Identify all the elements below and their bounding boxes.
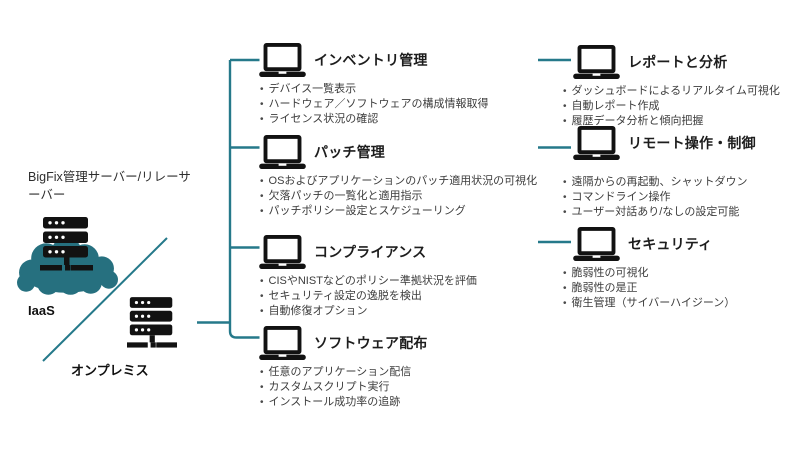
feature-list: OSおよびアプリケーションのパッチ適用状況の可視化 欠落パッチの一覧化と適用指示… [259,174,559,219]
laptop-icon [259,43,306,77]
onprem-label: オンプレミス [71,363,149,378]
laptop-icon [259,326,306,360]
laptop-icon [573,126,620,160]
feature-item: 任意のアプリケーション配信 [259,365,559,380]
feature-item: ユーザー対話あり/なしの設定可能 [562,205,800,220]
feature-item: デバイス一覧表示 [259,82,559,97]
feature-item: ダッシュボードによるリアルタイム可視化 [562,84,800,99]
feature-item: 欠落パッチの一覧化と適用指示 [259,189,559,204]
iaas-label: IaaS [28,303,55,318]
feature-item: 履歴データ分析と傾向把握 [562,114,800,129]
feature-list: 任意のアプリケーション配信 カスタムスクリプト実行 インストール成功率の追跡 [259,365,559,410]
feature-item: 脆弱性の可視化 [562,266,800,281]
section-header: リモート操作・制御 [562,125,800,161]
section-header: レポートと分析 [562,44,800,80]
onprem-server-icon [127,297,177,348]
server-group-label: BigFix管理サーバー/リレーサーバー [28,170,191,202]
section-header: セキュリティ [562,226,800,262]
feature-item: ライセンス状況の確認 [259,112,559,127]
section-header: ソフトウェア配布 [259,325,559,361]
section-title: ソフトウェア配布 [314,335,428,351]
feature-item: 脆弱性の是正 [562,281,800,296]
section-title: レポートと分析 [628,54,728,70]
section-title: リモート操作・制御 [628,135,756,151]
feature-list: 脆弱性の可視化 脆弱性の是正 衛生管理（サイバーハイジーン） [562,266,800,311]
feature-item: 遠隔からの再起動、シャットダウン [562,175,800,190]
feature-item: パッチポリシー設定とスケジューリング [259,204,559,219]
iaas-server-icon [40,217,93,271]
laptop-icon [573,227,620,261]
feature-list: CISやNISTなどのポリシー準拠状況を評価 セキュリティ設定の逸脱を検出 自動… [259,274,559,319]
feature-section-software-distribution: ソフトウェア配布 任意のアプリケーション配信 カスタムスクリプト実行 インストー… [259,325,559,410]
section-title: パッチ管理 [314,144,385,160]
section-header: パッチ管理 [259,134,559,170]
feature-item: 自動レポート作成 [562,99,800,114]
section-header: インベントリ管理 [259,42,559,78]
feature-item: カスタムスクリプト実行 [259,380,559,395]
feature-section-inventory: インベントリ管理 デバイス一覧表示 ハードウェア／ソフトウェアの構成情報取得 ラ… [259,42,559,127]
feature-list: ダッシュボードによるリアルタイム可視化 自動レポート作成 履歴データ分析と傾向把… [562,84,800,129]
feature-section-patch: パッチ管理 OSおよびアプリケーションのパッチ適用状況の可視化 欠落パッチの一覧… [259,134,559,219]
laptop-icon [259,135,306,169]
feature-list: 遠隔からの再起動、シャットダウン コマンドライン操作 ユーザー対話あり/なしの設… [562,175,800,220]
feature-item: OSおよびアプリケーションのパッチ適用状況の可視化 [259,174,559,189]
section-header: コンプライアンス [259,234,559,270]
laptop-icon [573,45,620,79]
feature-list: デバイス一覧表示 ハードウェア／ソフトウェアの構成情報取得 ライセンス状況の確認 [259,82,559,127]
section-title: セキュリティ [628,236,713,252]
feature-item: セキュリティ設定の逸脱を検出 [259,289,559,304]
section-title: インベントリ管理 [314,52,428,68]
cloud-onprem-divider-line [42,237,168,362]
feature-item: 自動修復オプション [259,304,559,319]
feature-section-remote-control: リモート操作・制御 遠隔からの再起動、シャットダウン コマンドライン操作 ユーザ… [562,125,800,220]
feature-section-compliance: コンプライアンス CISやNISTなどのポリシー準拠状況を評価 セキュリティ設定… [259,234,559,319]
laptop-icon [259,235,306,269]
section-title: コンプライアンス [314,244,427,260]
feature-item: 衛生管理（サイバーハイジーン） [562,296,800,311]
feature-item: コマンドライン操作 [562,190,800,205]
feature-item: CISやNISTなどのポリシー準拠状況を評価 [259,274,559,289]
feature-section-security: セキュリティ 脆弱性の可視化 脆弱性の是正 衛生管理（サイバーハイジーン） [562,226,800,311]
spine-and-branch-software [228,60,260,339]
feature-section-reports: レポートと分析 ダッシュボードによるリアルタイム可視化 自動レポート作成 履歴デ… [562,44,800,129]
feature-item: ハードウェア／ソフトウェアの構成情報取得 [259,97,559,112]
feature-item: インストール成功率の追跡 [259,395,559,410]
